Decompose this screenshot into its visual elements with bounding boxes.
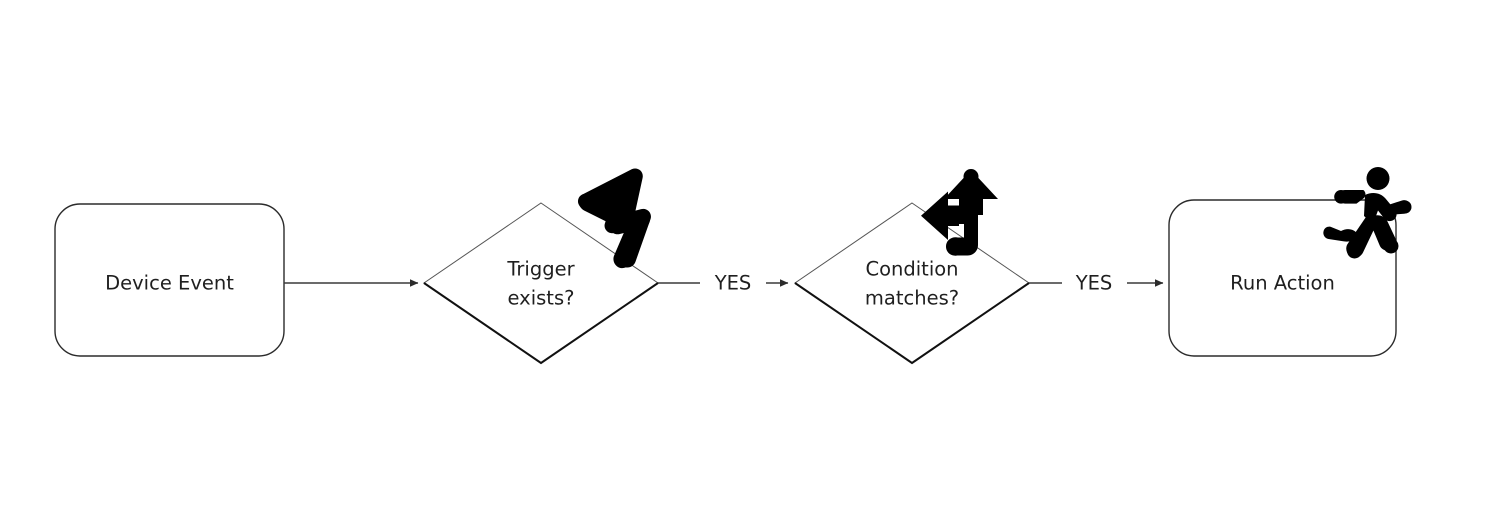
device-event-label: Device Event: [105, 272, 234, 295]
branch-arrow-icon: [921, 169, 998, 256]
device-event-shape[interactable]: [54, 203, 285, 357]
edge-trigger-to-condition: YES: [658, 272, 789, 295]
condition-matches-shape[interactable]: [794, 202, 1030, 364]
running-person-icon: [1323, 167, 1412, 259]
node-trigger-exists[interactable]: Trigger exists?: [423, 202, 659, 365]
edge-condition-to-run-action: YES: [1029, 272, 1164, 295]
trigger-exists-label-line1: Trigger: [506, 258, 575, 281]
lightning-bolt-icon: [577, 168, 651, 269]
node-device-event[interactable]: Device Event: [54, 203, 285, 357]
edge-2-label: YES: [714, 272, 752, 295]
edge-3-label: YES: [1075, 272, 1113, 295]
condition-matches-shape-accent: [794, 282, 1030, 365]
condition-matches-label-line2: matches?: [865, 287, 959, 310]
trigger-exists-label-line2: exists?: [508, 287, 575, 310]
trigger-exists-shape-accent: [423, 282, 659, 365]
node-condition-matches[interactable]: Condition matches?: [794, 202, 1030, 365]
condition-matches-label-line1: Condition: [865, 258, 958, 281]
run-action-label: Run Action: [1230, 272, 1335, 295]
